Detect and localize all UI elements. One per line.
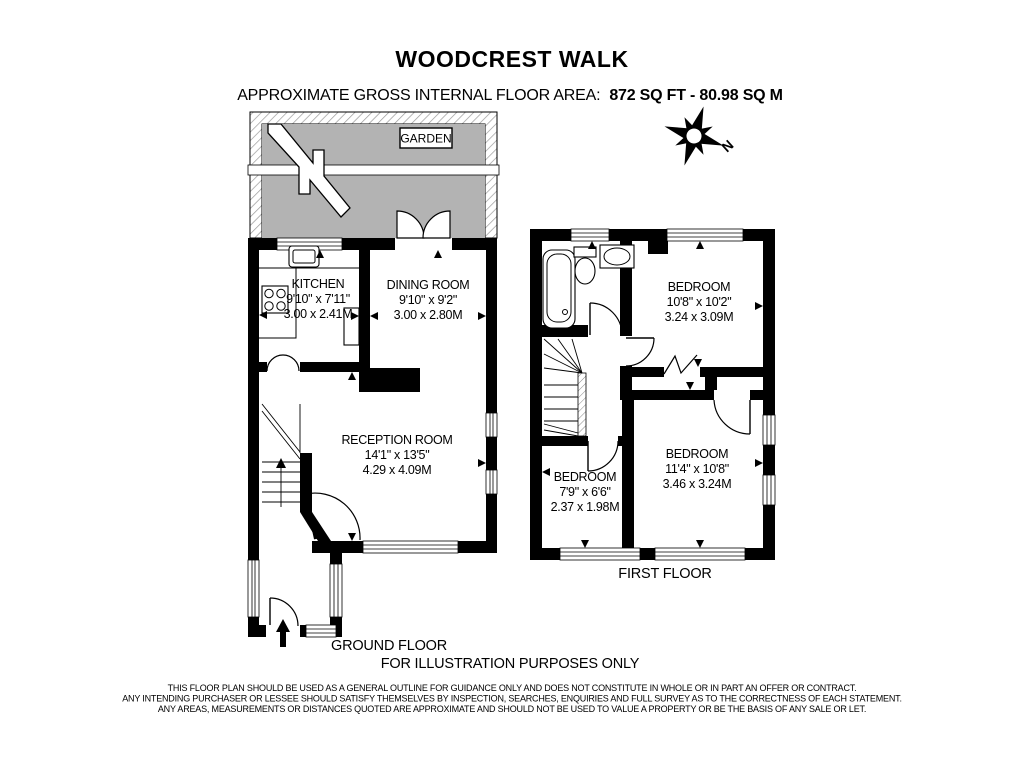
garden-label-box: [399, 127, 453, 149]
bedroom1-window: [666, 228, 744, 242]
ground-floor-plan: KITCHEN 9'10" x 7'11" 3.00 x 2.41M DININ…: [247, 210, 498, 654]
header: WOODCREST WALK APPROXIMATE GROSS INTERNA…: [237, 46, 783, 104]
garden-area: GARDEN: [247, 111, 500, 239]
room-size-imperial: 7'9" x 6'6": [559, 485, 610, 499]
compass-hub: [683, 125, 705, 147]
kitchen-counter-side: [259, 268, 297, 339]
first-floor-chimney: [648, 241, 668, 254]
first-floor-label: FIRST FLOOR: [618, 566, 711, 582]
floor-area-line: APPROXIMATE GROSS INTERNAL FLOOR AREA: 87…: [237, 87, 783, 104]
toilet: [573, 246, 597, 285]
cupboard-bifold-door: [663, 354, 698, 375]
bedroom3-label: BEDROOM 7'9" x 6'6" 2.37 x 1.98M: [551, 470, 620, 514]
room-name: DINING ROOM: [387, 278, 470, 292]
hall-right-window: [329, 563, 343, 618]
bedroom3-door: [587, 440, 619, 472]
stairs-up-arrow: [276, 458, 286, 468]
compass-north-label: N: [718, 137, 736, 156]
ground-floor-doors: [266, 210, 451, 647]
hall-front-window: [305, 624, 337, 638]
garden-double-door: [396, 210, 451, 239]
bathroom-door: [589, 302, 623, 336]
reception-side-window-2: [485, 469, 498, 495]
room-size-metric: 3.00 x 2.41M: [284, 307, 353, 321]
first-floor-doors: [587, 302, 751, 472]
first-floor-windows: [559, 228, 776, 561]
reception-rear-window: [362, 540, 459, 554]
room-size-imperial: 9'10" x 9'2": [399, 293, 457, 307]
kitchen-label: KITCHEN 9'10" x 7'11" 3.00 x 2.41M: [284, 277, 353, 321]
reception-hall-door: [304, 492, 361, 541]
bedroom3-rear-window: [559, 547, 641, 561]
page-title: WOODCREST WALK: [395, 46, 628, 72]
bedroom1-label: BEDROOM 10'8" x 10'2" 3.24 x 3.09M: [665, 280, 734, 324]
room-name: BEDROOM: [554, 470, 617, 484]
room-size-metric: 2.37 x 1.98M: [551, 500, 620, 514]
reception-room-label: RECEPTION ROOM 14'1" x 13'5" 4.29 x 4.09…: [341, 433, 452, 477]
stairwell-edge: [577, 372, 587, 437]
bathroom-fixtures: [542, 244, 635, 329]
illustration-note: FOR ILLUSTRATION PURPOSES ONLY: [381, 656, 640, 672]
chimney-breast: [359, 368, 420, 392]
kitchen-hall-arch: [266, 354, 300, 372]
room-name: BEDROOM: [668, 280, 731, 294]
kitchen-hob: [261, 285, 289, 314]
room-size-imperial: 10'8" x 10'2": [667, 295, 732, 309]
ground-floor-label: GROUND FLOOR: [331, 638, 447, 654]
hall-side-window: [247, 559, 260, 618]
disclaimer-line-2: ANY INTENDING PURCHASER OR LESSEE SHOULD…: [122, 694, 902, 704]
first-floor-plan: BEDROOM 10'8" x 10'2" 3.24 x 3.09M BEDRO…: [530, 228, 776, 582]
room-size-imperial: 14'1" x 13'5": [365, 448, 430, 462]
room-size-metric: 4.29 x 4.09M: [363, 463, 432, 477]
room-size-imperial: 11'4" x 10'8": [665, 462, 729, 476]
first-floor-stairs: [543, 338, 587, 437]
bathtub: [542, 249, 576, 329]
bathroom-window: [570, 228, 610, 242]
room-size-metric: 3.24 x 3.09M: [665, 310, 734, 324]
ground-floor-dimension-arrows: [259, 250, 486, 541]
room-name: BEDROOM: [666, 447, 729, 461]
bedroom2-label: BEDROOM 11'4" x 10'8" 3.46 x 3.24M: [663, 447, 732, 491]
dining-room-label: DINING ROOM 9'10" x 9'2" 3.00 x 2.80M: [387, 278, 470, 322]
room-name: RECEPTION ROOM: [341, 433, 452, 447]
ground-floor-stairs: [261, 403, 301, 507]
disclaimer-line-3: ANY AREAS, MEASUREMENTS OR DISTANCES QUO…: [158, 704, 866, 714]
ground-floor-walls: [248, 238, 497, 637]
reception-side-window-1: [485, 412, 498, 438]
entrance-arrow-icon: [276, 619, 290, 647]
floor-area-label: APPROXIMATE GROSS INTERNAL FLOOR AREA:: [237, 87, 600, 104]
compass-rose-icon: N: [664, 106, 737, 166]
bedroom2-door: [713, 399, 751, 435]
first-floor-dimension-arrows: [542, 241, 763, 548]
footer: FOR ILLUSTRATION PURPOSES ONLY THIS FLOO…: [122, 656, 902, 714]
bedroom2-side-window-1: [762, 414, 776, 446]
ground-floor-windows: [247, 237, 498, 638]
garden-break-bolt: [267, 123, 351, 218]
room-size-imperial: 9'10" x 7'11": [286, 292, 350, 306]
room-name: KITCHEN: [292, 277, 345, 291]
bedroom1-door: [625, 337, 655, 367]
front-door: [269, 597, 299, 627]
room-size-metric: 3.46 x 3.24M: [663, 477, 732, 491]
disclaimer-line-1: THIS FLOOR PLAN SHOULD BE USED AS A GENE…: [168, 683, 857, 693]
floor-area-value: 872 SQ FT - 80.98 SQ M: [609, 87, 782, 104]
garden-break-band: [247, 164, 500, 176]
kitchen-sink: [288, 245, 320, 268]
bedroom2-side-window-2: [762, 474, 776, 506]
bedroom2-rear-window: [654, 547, 746, 561]
room-size-metric: 3.00 x 2.80M: [394, 308, 463, 322]
wash-basin: [599, 244, 635, 269]
garden-label: GARDEN: [400, 132, 451, 146]
